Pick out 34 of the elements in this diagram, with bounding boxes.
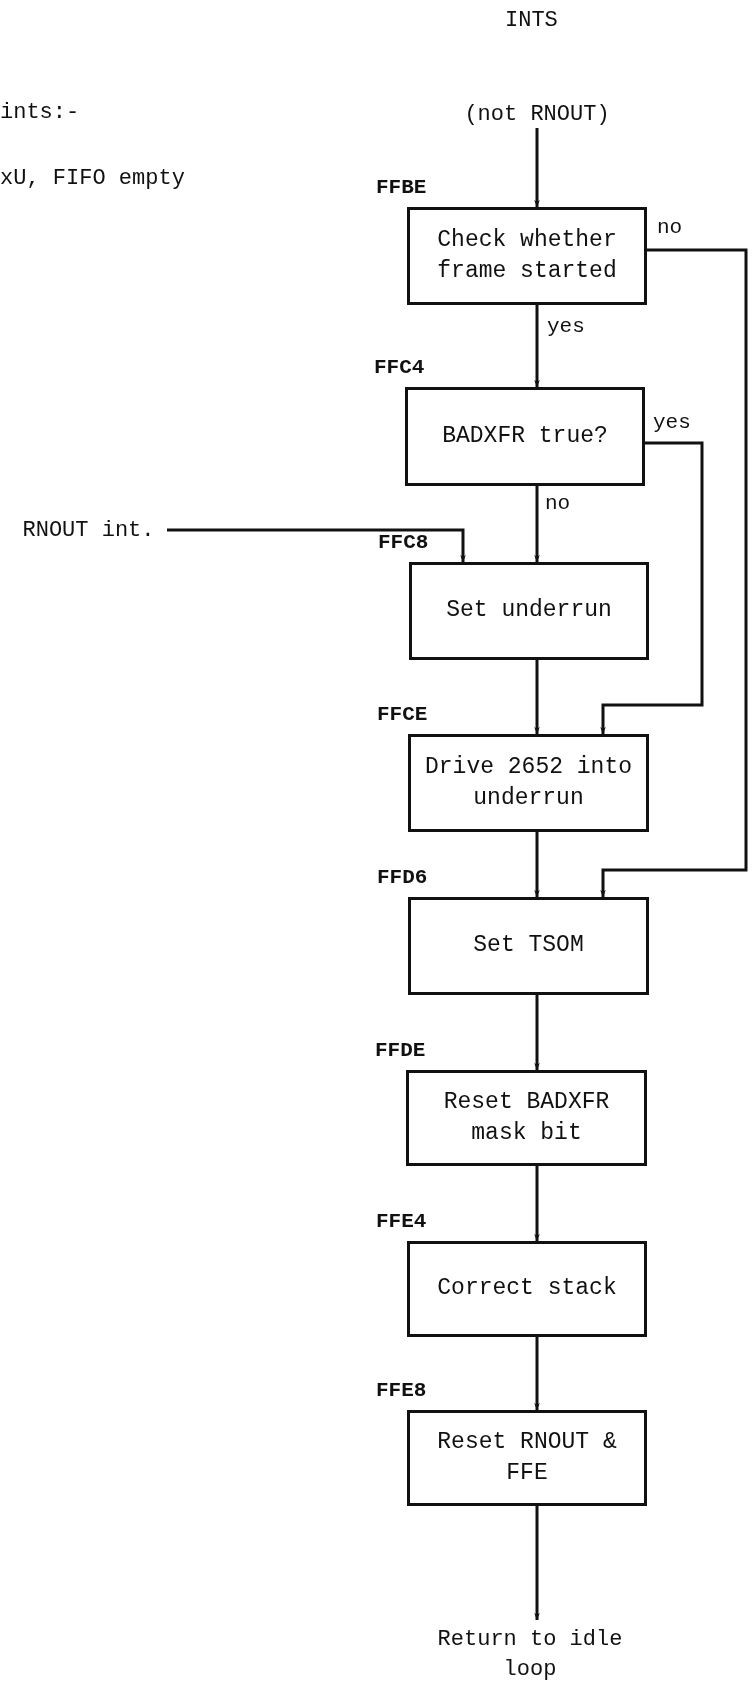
address-label: FFDE xyxy=(375,1039,426,1062)
step-text: Set TSOM xyxy=(472,931,585,961)
step-text: Reset RNOUT & FFE xyxy=(436,1427,618,1488)
arrow xyxy=(534,1506,540,1620)
note-text: xU, FIFO empty xyxy=(0,166,185,191)
arrow xyxy=(534,1337,540,1410)
entry-label: RNOUT int. xyxy=(6,512,171,550)
diagram-title: INTS xyxy=(505,8,558,33)
arrow xyxy=(534,660,540,734)
arrow xyxy=(534,1166,540,1241)
step-text: Correct stack xyxy=(436,1274,618,1304)
arrow xyxy=(167,528,466,562)
arrow xyxy=(600,441,704,734)
arrow xyxy=(534,995,540,1070)
address-label: FFBE xyxy=(376,176,427,199)
arrow xyxy=(534,128,540,207)
step-text: Drive 2652 into underrun xyxy=(423,752,633,813)
address-label: FFE4 xyxy=(376,1210,427,1233)
step-text: Check whether frame started xyxy=(436,225,618,286)
address-label: FFCE xyxy=(377,703,428,726)
step-text: BADXFR true? xyxy=(441,421,609,451)
arrow xyxy=(534,832,540,897)
entry-label: (not RNOUT) xyxy=(447,96,627,134)
address-label: FFC4 xyxy=(374,356,425,379)
step-text: Set underrun xyxy=(445,596,613,626)
arrow xyxy=(534,486,540,562)
step-text: Reset BADXFR mask bit xyxy=(442,1087,611,1148)
arrow xyxy=(600,248,748,897)
address-label: FFD6 xyxy=(377,866,428,889)
address-label: FFC8 xyxy=(378,531,429,554)
note-text: ints:- xyxy=(0,100,80,125)
exit-label: Return to idle loop xyxy=(425,1620,635,1690)
address-label: FFE8 xyxy=(376,1379,427,1402)
arrow xyxy=(534,305,540,387)
